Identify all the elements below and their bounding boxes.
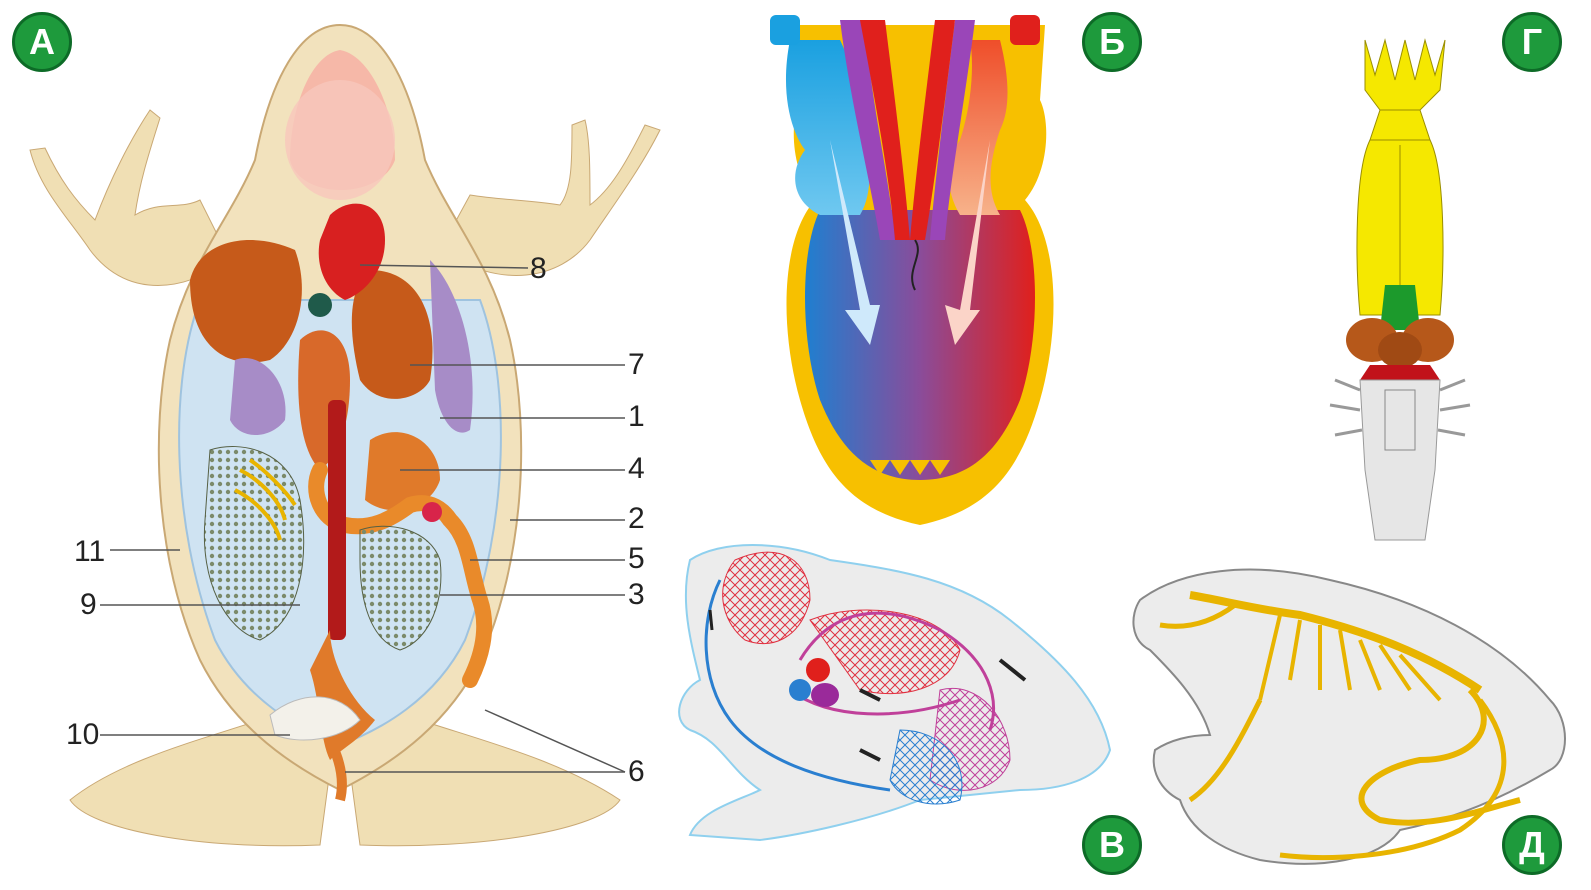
frog-dissection xyxy=(30,25,660,846)
panel-label-v: В xyxy=(1082,815,1142,875)
circulatory-frog xyxy=(679,545,1110,840)
label-1: 1 xyxy=(628,400,645,434)
label-8: 8 xyxy=(530,252,547,286)
heart-schematic xyxy=(770,15,1054,525)
label-5: 5 xyxy=(628,542,645,576)
panel-label-d: Д xyxy=(1502,815,1562,875)
brain-schematic xyxy=(1330,40,1470,540)
label-4: 4 xyxy=(628,452,645,486)
panel-label-b: Б xyxy=(1082,12,1142,72)
panel-label-g: Г xyxy=(1502,12,1562,72)
label-3: 3 xyxy=(628,578,645,612)
nervous-frog xyxy=(1133,570,1565,864)
label-10: 10 xyxy=(66,718,99,752)
label-6: 6 xyxy=(628,755,645,789)
label-2: 2 xyxy=(628,502,645,536)
label-11: 11 xyxy=(74,535,105,569)
label-7: 7 xyxy=(628,348,645,382)
label-9: 9 xyxy=(80,588,97,622)
panel-label-a: А xyxy=(12,12,72,72)
